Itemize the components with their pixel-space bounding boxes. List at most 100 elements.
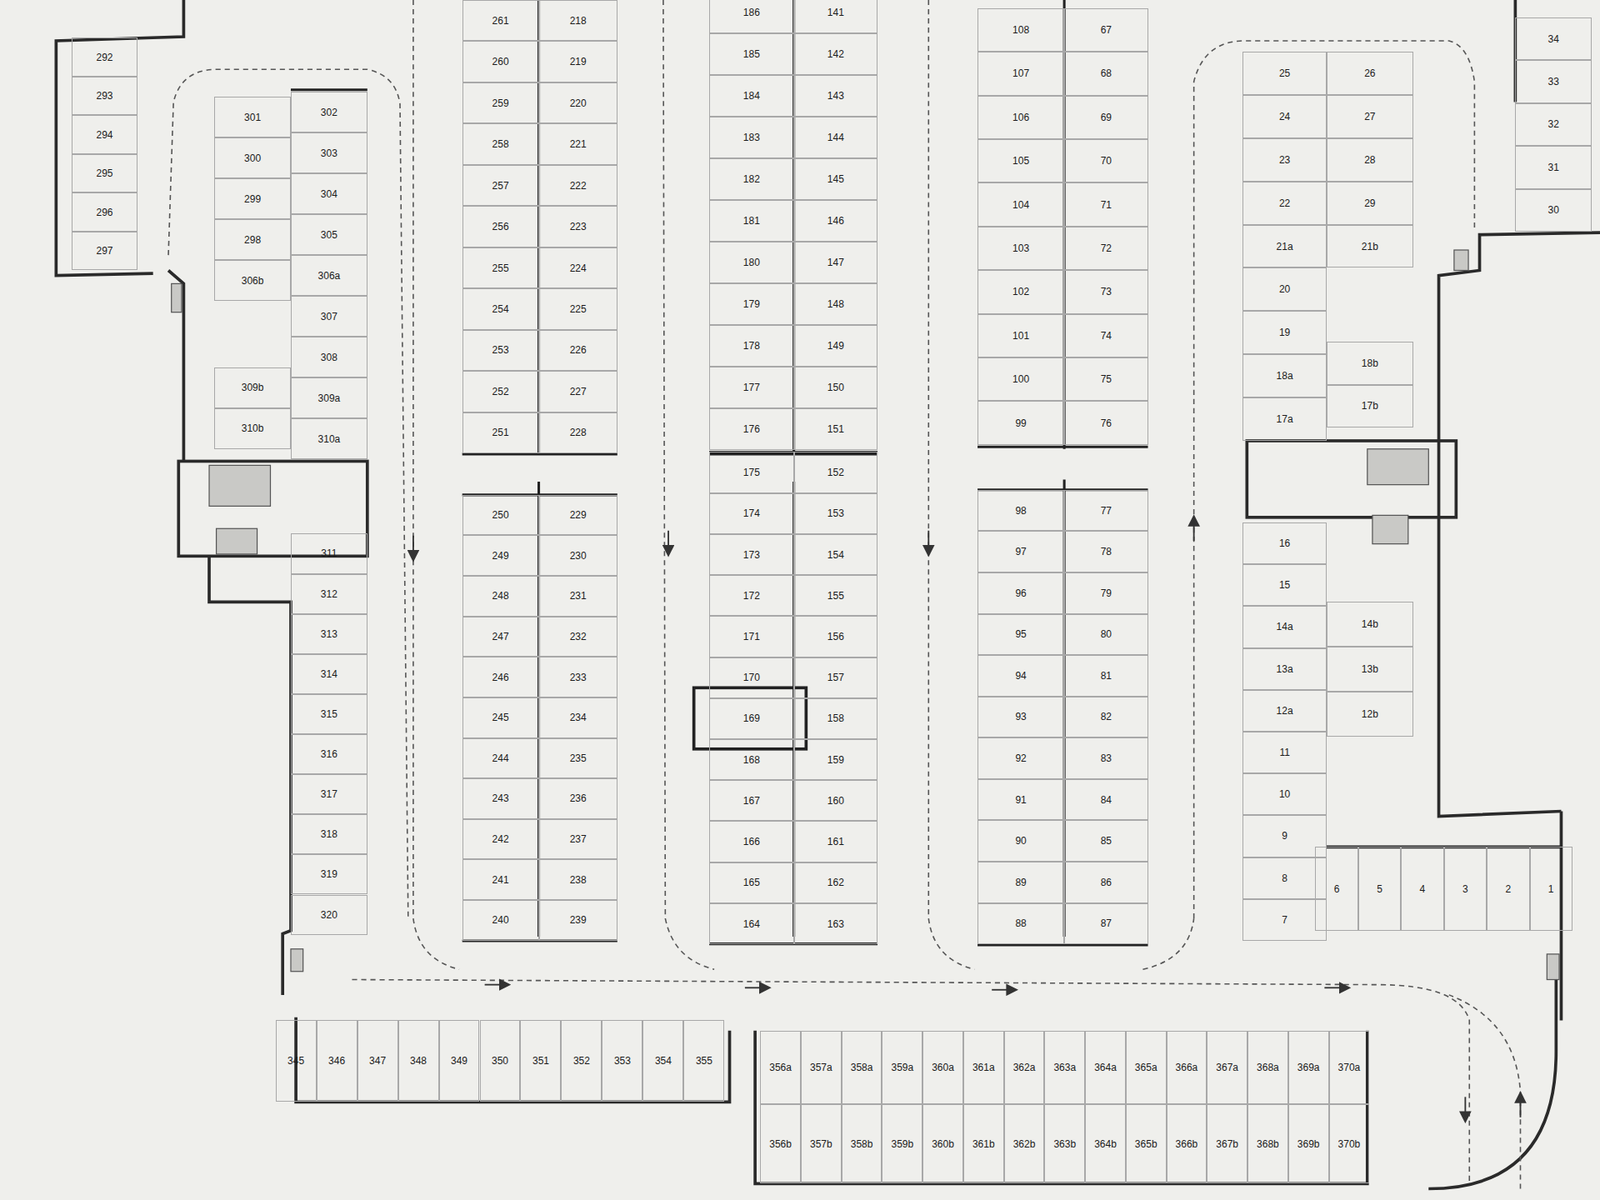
parking-space: 6 <box>1315 846 1358 930</box>
parking-space: 302 <box>290 91 368 133</box>
space-number: 303 <box>320 148 338 159</box>
parking-space: 92 <box>977 737 1065 780</box>
space-number: 354 <box>655 1055 672 1066</box>
parking-space: 366a <box>1166 1030 1208 1105</box>
space-number: 304 <box>320 189 338 200</box>
space-number: 168 <box>743 755 760 765</box>
space-number: 15 <box>1279 580 1290 590</box>
space-number: 348 <box>410 1055 427 1066</box>
space-number: 301 <box>244 112 261 123</box>
parking-space: 361b <box>963 1104 1005 1185</box>
space-number: 223 <box>570 221 587 232</box>
space-number: 243 <box>492 793 510 804</box>
parking-space: 101 <box>977 314 1065 358</box>
space-number: 17b <box>1361 400 1379 411</box>
parking-space: 358a <box>841 1030 883 1105</box>
parking-space: 219 <box>539 40 618 82</box>
parking-space: 370a <box>1329 1030 1370 1105</box>
space-number: 369b <box>1297 1139 1320 1150</box>
space-number: 316 <box>320 749 338 760</box>
space-number: 248 <box>492 590 510 601</box>
parking-space: 172 <box>709 575 795 616</box>
parking-space: 5 <box>1358 846 1401 930</box>
space-number: 346 <box>328 1055 345 1066</box>
space-number: 292 <box>95 52 113 63</box>
parking-space: 161 <box>794 820 878 862</box>
parking-space: 68 <box>1064 51 1148 95</box>
space-number: 353 <box>614 1055 631 1066</box>
parking-space: 222 <box>539 165 618 206</box>
space-number: 18b <box>1361 358 1379 369</box>
parking-space: 359a <box>881 1030 923 1105</box>
parking-space: 307 <box>290 295 368 337</box>
space-number: 96 <box>1015 588 1026 599</box>
space-number: 310a <box>318 434 341 445</box>
space-number: 254 <box>492 304 510 315</box>
walls <box>55 0 1600 1190</box>
space-number: 72 <box>1100 243 1112 254</box>
parking-space: 309a <box>290 377 368 419</box>
space-number: 23 <box>1279 155 1290 165</box>
parking-space: 174 <box>709 493 795 535</box>
space-number: 233 <box>570 672 587 683</box>
space-number: 166 <box>743 836 760 847</box>
space-number: 68 <box>1100 68 1112 79</box>
parking-space: 13b <box>1326 646 1414 692</box>
parking-space: 296 <box>71 192 139 232</box>
parking-space: 313 <box>290 614 368 655</box>
space-number: 242 <box>492 834 510 845</box>
space-number: 355 <box>695 1055 713 1066</box>
parking-space: 106 <box>977 95 1065 140</box>
space-number: 24 <box>1279 111 1290 122</box>
parking-space: 31 <box>1515 145 1592 189</box>
space-number: 351 <box>532 1055 550 1066</box>
space-number: 74 <box>1100 330 1112 341</box>
space-number: 361b <box>972 1139 995 1150</box>
aisle-dividers <box>290 0 1149 945</box>
space-number: 3 <box>1462 884 1469 895</box>
parking-space: 247 <box>462 616 540 658</box>
parking-space: 320 <box>290 895 368 935</box>
space-number: 295 <box>95 168 113 179</box>
parking-space: 233 <box>539 656 618 698</box>
space-number: 357b <box>810 1139 833 1150</box>
space-number: 145 <box>827 174 845 185</box>
space-number: 73 <box>1100 286 1112 297</box>
space-number: 75 <box>1100 374 1112 385</box>
space-number: 366b <box>1175 1139 1199 1150</box>
space-number: 162 <box>827 877 845 888</box>
parking-space: 306a <box>290 255 368 296</box>
space-number: 307 <box>320 311 338 322</box>
parking-space: 13a <box>1242 648 1326 690</box>
parking-space: 364b <box>1085 1104 1126 1185</box>
space-number: 94 <box>1015 670 1026 681</box>
parking-space: 87 <box>1064 903 1148 945</box>
parking-space: 93 <box>977 696 1065 739</box>
space-number: 234 <box>570 712 587 723</box>
space-number: 294 <box>95 130 113 140</box>
space-number: 14b <box>1361 619 1379 630</box>
parking-space: 23 <box>1242 138 1326 182</box>
parking-space: 314 <box>290 654 368 695</box>
parking-space: 368b <box>1247 1104 1289 1185</box>
parking-space: 357a <box>800 1030 842 1105</box>
parking-space: 162 <box>794 862 878 904</box>
space-number: 250 <box>492 510 510 520</box>
parking-space: 238 <box>539 859 618 900</box>
parking-space: 29 <box>1326 181 1414 225</box>
parking-space: 148 <box>794 283 878 325</box>
space-number: 173 <box>743 550 760 560</box>
parking-space: 293 <box>71 76 139 116</box>
space-number: 367a <box>1215 1062 1239 1073</box>
parking-space: 160 <box>794 780 878 821</box>
space-number: 2 <box>1505 884 1511 895</box>
space-number: 306b <box>241 275 265 286</box>
space-number: 180 <box>743 257 760 268</box>
parking-space: 18a <box>1242 354 1326 398</box>
parking-space: 149 <box>794 325 878 367</box>
space-number: 167 <box>743 795 760 806</box>
space-number: 22 <box>1279 198 1290 209</box>
space-number: 319 <box>320 869 338 880</box>
space-number: 83 <box>1100 753 1112 764</box>
parking-space: 224 <box>539 247 618 289</box>
